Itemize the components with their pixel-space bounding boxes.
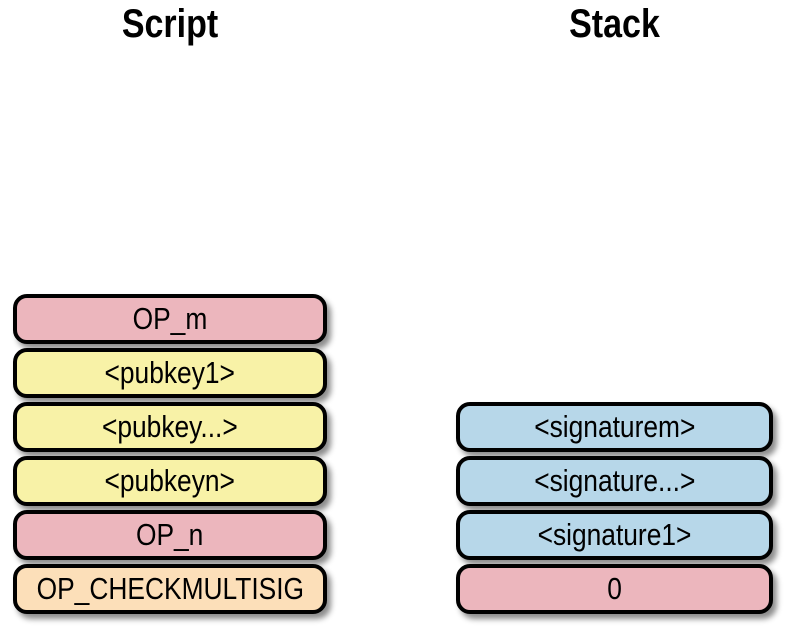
stack-item-2: <signature1> (456, 510, 773, 560)
script-column-title: Script (121, 2, 219, 46)
stack-column: <signaturem> <signature...> <signature1> 0 (456, 402, 773, 614)
stack-item-label: <signaturem> (533, 408, 696, 444)
script-item-label: OP_CHECKMULTISIG (36, 570, 304, 606)
script-item-0: OP_m (13, 294, 327, 344)
script-item-1: <pubkey1> (13, 348, 327, 398)
script-item-4: OP_n (13, 510, 327, 560)
script-item-5: OP_CHECKMULTISIG (13, 564, 327, 614)
stack-item-label: <signature1> (537, 516, 692, 552)
script-item-3: <pubkeyn> (13, 456, 327, 506)
script-item-2: <pubkey...> (13, 402, 327, 452)
script-item-label: <pubkey...> (102, 408, 238, 444)
script-item-label: OP_n (136, 516, 204, 552)
stack-item-label: 0 (607, 570, 622, 606)
stack-item-1: <signature...> (456, 456, 773, 506)
script-item-label: <pubkey1> (104, 354, 236, 390)
script-item-label: OP_m (132, 300, 208, 336)
stack-column-title: Stack (569, 2, 660, 46)
stack-item-label: <signature...> (533, 462, 696, 498)
stack-item-3: 0 (456, 564, 773, 614)
script-item-label: <pubkeyn> (104, 462, 236, 498)
stack-item-0: <signaturem> (456, 402, 773, 452)
